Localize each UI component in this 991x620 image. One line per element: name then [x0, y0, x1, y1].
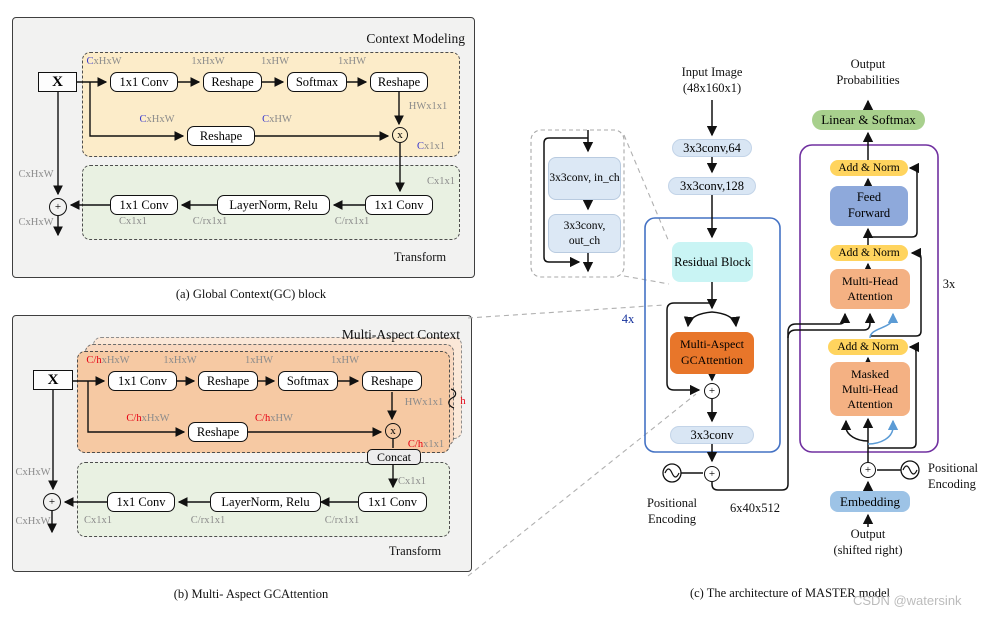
dim-label: C/rx1x1 — [190, 515, 226, 526]
add-norm-box: Add & Norm — [830, 245, 908, 261]
transform-region-label: Transform — [393, 250, 447, 264]
dim-label: C/rx1x1 — [324, 515, 360, 526]
dim-label: CxHxW — [15, 516, 51, 527]
add-norm-box: Add & Norm — [830, 160, 908, 176]
dim-label: C/rx1x1 — [334, 216, 370, 227]
dim-label: HWx1x1 — [404, 397, 444, 408]
inset-conv-out-box: 3x3conv, out_ch — [548, 214, 621, 253]
add-node: + — [43, 493, 61, 511]
dim-label: CxHxW — [18, 217, 54, 228]
concat-box: Concat — [367, 449, 421, 465]
softmax-box: Softmax — [287, 72, 347, 92]
dim-label: 1xHW — [331, 355, 359, 366]
reshape-box: Reshape — [188, 422, 248, 442]
feature-dim-label: 6x40x512 — [730, 501, 780, 515]
dim-label: Cx1x1 — [118, 216, 148, 227]
positional-encoding-icon — [900, 460, 920, 480]
watermark: CSDN @watersink — [853, 593, 962, 608]
dim-label: Cx1x1 — [397, 476, 427, 487]
positional-encoding-right-label: Positional Encoding — [928, 461, 979, 492]
positional-encoding-icon — [662, 463, 682, 483]
conv-1x1-box: 1x1 Conv — [110, 195, 178, 215]
dim-label: CxHxW — [15, 467, 51, 478]
dim-label: CxHxW — [86, 56, 122, 67]
transform-region-label: Transform — [388, 544, 442, 558]
heads-label: h — [460, 396, 466, 407]
dim-label: C/hxHxW — [126, 413, 170, 424]
caption-b: (b) Multi- Aspect GCAttention — [173, 587, 329, 601]
dim-label: C/hxHxW — [86, 355, 130, 366]
dim-label: 1xHW — [245, 355, 273, 366]
dim-label: Cx1x1 — [416, 141, 446, 152]
add-node: + — [49, 198, 67, 216]
dim-label: C/hxHW — [255, 413, 293, 424]
add-node: + — [704, 383, 720, 399]
conv-1x1-box: 1x1 Conv — [365, 195, 433, 215]
dim-label: C/rx1x1 — [192, 216, 228, 227]
conv-1x1-box: 1x1 Conv — [108, 371, 177, 391]
reshape-box: Reshape — [203, 72, 262, 92]
dim-label: 1xHW — [338, 56, 366, 67]
conv128-box: 3x3conv,128 — [668, 177, 756, 195]
input-image-label: Input Image (48x160x1) — [681, 65, 743, 96]
matmul-node: x — [392, 127, 408, 143]
multi-aspect-context-title: Multi-Aspect Context — [341, 327, 460, 342]
conv-1x1-box: 1x1 Conv — [110, 72, 178, 92]
dim-label: 1xHW — [261, 56, 289, 67]
decoder-repeat-label: 3x — [942, 277, 956, 291]
feed-forward-box: Feed Forward — [830, 186, 908, 226]
multi-head-attention-box: Multi-Head Attention — [830, 269, 910, 309]
caption-a: (a) Global Context(GC) block — [175, 287, 327, 301]
dim-label: CxHxW — [139, 114, 175, 125]
add-norm-box: Add & Norm — [828, 339, 908, 355]
softmax-box: Softmax — [278, 371, 338, 391]
dim-label: 1xHxW — [163, 355, 197, 366]
dim-label: CxHW — [262, 114, 292, 125]
matmul-node: x — [385, 423, 401, 439]
dim-label: CxHxW — [18, 169, 54, 180]
residual-block-box: Residual Block — [672, 242, 753, 282]
positional-encoding-left-label: Positional Encoding — [646, 496, 697, 527]
add-node: + — [860, 462, 876, 478]
encoder-repeat-label: 4x — [621, 312, 635, 326]
layernorm-relu-box: LayerNorm, Relu — [210, 492, 321, 512]
input-tensor-x: X — [33, 370, 73, 390]
linear-softmax-box: Linear & Softmax — [812, 110, 925, 130]
input-tensor-x: X — [38, 72, 77, 92]
multi-aspect-gcattention-box: Multi-Aspect GCAttention — [670, 332, 754, 374]
masked-multi-head-attention-box: Masked Multi-Head Attention — [830, 362, 910, 416]
conv-1x1-box: 1x1 Conv — [358, 492, 427, 512]
output-shifted-label: Output (shifted right) — [833, 527, 903, 558]
reshape-box: Reshape — [362, 371, 422, 391]
reshape-box: Reshape — [370, 72, 428, 92]
dim-label: HWx1x1 — [408, 101, 448, 112]
output-probabilities-label: Output Probabilities — [836, 57, 900, 88]
reshape-box: Reshape — [187, 126, 255, 146]
dim-label: Cx1x1 — [83, 515, 113, 526]
layernorm-relu-box: LayerNorm, Relu — [217, 195, 330, 215]
conv-1x1-box: 1x1 Conv — [107, 492, 175, 512]
conv64-box: 3x3conv,64 — [672, 139, 752, 157]
reshape-box: Reshape — [198, 371, 258, 391]
dim-label: C/hx1x1 — [407, 439, 445, 450]
dim-label: Cx1x1 — [426, 176, 456, 187]
conv-out-box: 3x3conv — [670, 426, 754, 444]
inset-conv-in-box: 3x3conv, in_ch — [548, 157, 621, 200]
add-node: + — [704, 466, 720, 482]
context-modeling-title: Context Modeling — [366, 31, 465, 46]
dim-label: 1xHxW — [191, 56, 225, 67]
embedding-box: Embedding — [830, 491, 910, 512]
caption-c: (c) The architecture of MASTER model — [689, 586, 891, 600]
